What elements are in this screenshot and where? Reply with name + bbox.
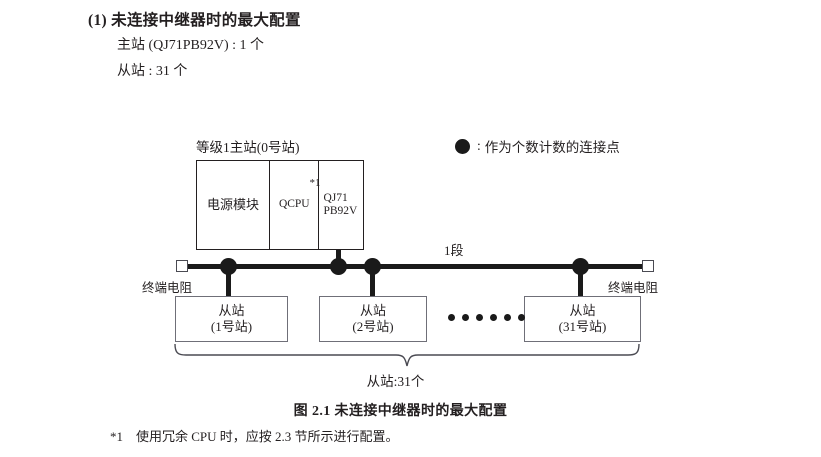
- slave-station-31-number: (31号站): [558, 319, 607, 334]
- terminating-resistor-left-label: 终端电阻: [142, 281, 193, 295]
- power-supply-module: 电源模块: [207, 196, 260, 212]
- legend: : 作为个数计数的连接点: [455, 136, 620, 156]
- slave-count-line: 从站 : 31 个: [117, 64, 188, 79]
- legend-label: 作为个数计数的连接点: [484, 140, 620, 155]
- connection-point-dot: [572, 258, 589, 275]
- terminating-resistor-left-icon: [176, 260, 188, 272]
- cpu-module-label: QCPU: [278, 198, 310, 211]
- cpu-footnote-marker: *1: [309, 177, 321, 189]
- cpu-module: QCPU *1: [269, 161, 321, 249]
- connection-point-dot: [330, 258, 347, 275]
- brace-shape-icon: [174, 343, 640, 367]
- slave-31-drop-line: [578, 267, 583, 297]
- bus-trunk-line: [180, 264, 648, 269]
- master-module-line2: PB92V: [323, 205, 358, 217]
- legend-colon: :: [477, 138, 481, 153]
- ellipsis-dot: [518, 314, 525, 321]
- footnote-marker: *1: [110, 429, 123, 444]
- ellipsis-dot: [448, 314, 455, 321]
- ellipsis-dot: [490, 314, 497, 321]
- connection-point-dot: [220, 258, 237, 275]
- master-count-line: 主站 (QJ71PB92V) : 1 个: [117, 38, 265, 53]
- figure-caption: 图 2.1 未连接中继器时的最大配置: [0, 400, 821, 420]
- segment-label: 1段: [444, 243, 464, 258]
- section-title: (1) 未连接中继器时的最大配置: [88, 12, 301, 29]
- terminating-resistor-right-label: 终端电阻: [608, 281, 659, 295]
- footnote-text: 使用冗余 CPU 时，应按 2.3 节所示进行配置。: [136, 429, 399, 444]
- terminating-resistor-right-icon: [642, 260, 654, 272]
- ellipsis-dots: [448, 314, 525, 321]
- ellipsis-dot: [476, 314, 483, 321]
- slave-2-drop-line: [370, 267, 375, 297]
- slave-station-2-number: (2号站): [352, 319, 394, 334]
- connection-point-dot: [364, 258, 381, 275]
- slave-group-total-text: 从站:31个: [366, 374, 425, 389]
- ellipsis-dot: [462, 314, 469, 321]
- slave-station-1: 从站 (1号站): [175, 296, 288, 342]
- slave-station-31: 从站 (31号站): [524, 296, 641, 342]
- figure-caption-text: 图 2.1 未连接中继器时的最大配置: [293, 404, 508, 419]
- ellipsis-dot: [504, 314, 511, 321]
- slave-station-1-number: (1号站): [210, 319, 253, 334]
- footnote: *1 使用冗余 CPU 时，应按 2.3 节所示进行配置。: [110, 426, 399, 445]
- profibus-master-module: QJ71 PB92V: [318, 161, 363, 249]
- slave-group-brace: [172, 343, 642, 368]
- master-rack: 电源模块 QCPU *1 QJ71 PB92V: [196, 160, 364, 250]
- slave-group-total-label: 从站:31个: [0, 370, 821, 390]
- master-module-line1: QJ71: [323, 191, 348, 204]
- slave-station-31-name: 从站: [569, 302, 596, 318]
- master-station-label: 等级1主站(0号站): [196, 140, 300, 155]
- filled-circle-icon: [455, 138, 470, 154]
- slave-1-drop-line: [226, 267, 231, 297]
- slave-station-1-name: 从站: [218, 302, 245, 318]
- slave-station-2-name: 从站: [359, 302, 386, 318]
- slave-station-2: 从站 (2号站): [319, 296, 427, 342]
